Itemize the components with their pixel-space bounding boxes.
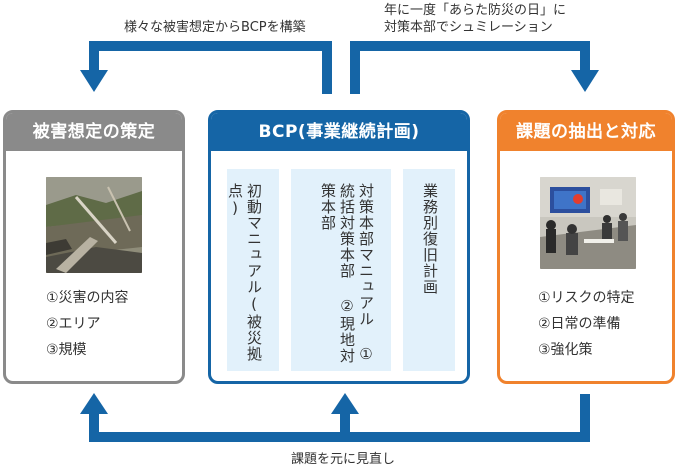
initial-response-manual: 初動マニュアル(被災拠点) [226, 183, 263, 362]
damage-item-scale: ③規模 [46, 342, 87, 358]
arrow-review-loop [89, 394, 590, 442]
arrow-bcp-to-issues [350, 41, 590, 94]
arrowhead-up-center [331, 393, 359, 414]
disaster-photo [46, 177, 142, 273]
damage-item-area: ②エリア [46, 316, 101, 332]
initial-response-manual-column: 初動マニュアル(被災拠点) [226, 169, 279, 371]
meeting-photo [540, 177, 636, 269]
hq-manual-unified: ①統括対策本部 [338, 183, 375, 364]
issues-panel: 課題の抽出と対応 ①リスクの特定 ②日常の準備 ③強化策 [497, 110, 675, 384]
caption-disaster-day-line1: 年に一度「あらた防災の日」に [384, 3, 567, 18]
issue-item-strengthen: ③強化策 [538, 342, 593, 358]
bcp-panel: BCP(事業継続計画) 初動マニュアル(被災拠点) 対策本部マニュアル ①統括対… [208, 110, 470, 384]
hq-manual-local: ②現地対策本部 [319, 183, 356, 364]
recovery-plan-column: 業務別復旧計画 [403, 169, 455, 371]
issues-list: ①リスクの特定 ②日常の準備 ③強化策 [538, 285, 635, 363]
damage-item-content: ①災害の内容 [46, 290, 129, 306]
bcp-title: BCP(事業継続計画) [211, 113, 467, 151]
arrowhead-up-left [80, 393, 108, 414]
hq-manual-title: 対策本部マニュアル [357, 183, 375, 327]
damage-scenario-title: 被害想定の策定 [6, 113, 182, 151]
hq-manual-column: 対策本部マニュアル ①統括対策本部 ②現地対策本部 [291, 169, 391, 371]
arrowhead-down-left [80, 70, 108, 92]
arrowhead-down-right [571, 70, 599, 92]
caption-build-bcp: 様々な被害想定からBCPを構築 [124, 20, 306, 35]
caption-disaster-day: 年に一度「あらた防災の日」に 対策本部でシュミレーション [384, 2, 566, 36]
caption-disaster-day-line2: 対策本部でシュミレーション [384, 20, 553, 35]
damage-scenario-list: ①災害の内容 ②エリア ③規模 [46, 285, 129, 363]
issue-item-risk: ①リスクの特定 [538, 290, 635, 306]
arrow-bcp-to-damage [89, 41, 332, 94]
issues-title: 課題の抽出と対応 [500, 113, 672, 151]
issue-item-preparation: ②日常の準備 [538, 316, 621, 332]
caption-review: 課題を元に見直し [291, 452, 396, 467]
recovery-plan: 業務別復旧計画 [421, 183, 439, 295]
damage-scenario-panel: 被害想定の策定 ①災害の内容 ②エリア ③規模 [3, 110, 185, 384]
